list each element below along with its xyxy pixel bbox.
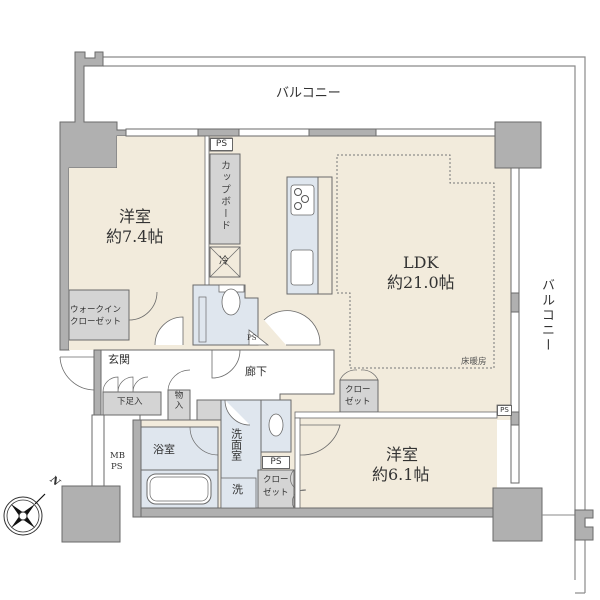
washroom-label: 洗面室 bbox=[229, 428, 243, 461]
balcony-top-label: バルコニー bbox=[276, 86, 341, 101]
ps-toilet: PS bbox=[247, 334, 257, 342]
mb-label: MB bbox=[110, 451, 125, 461]
western-room-1-size: 約7.4帖 bbox=[106, 227, 164, 246]
bedroom-closet-label-1: クロー bbox=[263, 475, 289, 485]
cupboard-label: カップボード bbox=[218, 160, 230, 232]
western-room-1-name: 洋室 bbox=[119, 207, 152, 226]
fridge-label: 冷 bbox=[219, 256, 229, 267]
ldk-size: 約21.0帖 bbox=[387, 273, 455, 292]
bedroom-closet-label-2: ゼット bbox=[263, 488, 289, 498]
wic-label-1: ウォークイン bbox=[70, 305, 122, 315]
ps-wash: PS bbox=[262, 456, 290, 469]
compass-icon bbox=[3, 493, 46, 536]
ps-top: PS bbox=[210, 138, 233, 151]
western-room-2-size: 約6.1帖 bbox=[372, 465, 430, 484]
balcony-outline bbox=[103, 56, 586, 594]
shoe-closet-label: 下足入 bbox=[117, 397, 143, 407]
bathroom-label: 浴室 bbox=[153, 443, 175, 456]
ps-right: PS bbox=[497, 405, 512, 416]
ldk-closet-label-1: クロー bbox=[345, 385, 371, 395]
entrance-label: 玄関 bbox=[108, 353, 130, 366]
ldk-closet-label-2: ゼット bbox=[345, 397, 371, 407]
ldk-name: LDK bbox=[403, 253, 439, 272]
wic-label-2: クローゼット bbox=[70, 317, 122, 327]
mb-ps-label: PS bbox=[111, 462, 123, 472]
balcony-right-label: バルコニー bbox=[538, 278, 554, 353]
hallway-label: 廊下 bbox=[245, 365, 267, 378]
washing-machine-label: 洗 bbox=[232, 483, 243, 496]
floor-heating-label: 床暖房 bbox=[461, 357, 487, 367]
storage-label: 物入 bbox=[174, 391, 184, 411]
western-room-2-name: 洋室 bbox=[386, 445, 419, 464]
